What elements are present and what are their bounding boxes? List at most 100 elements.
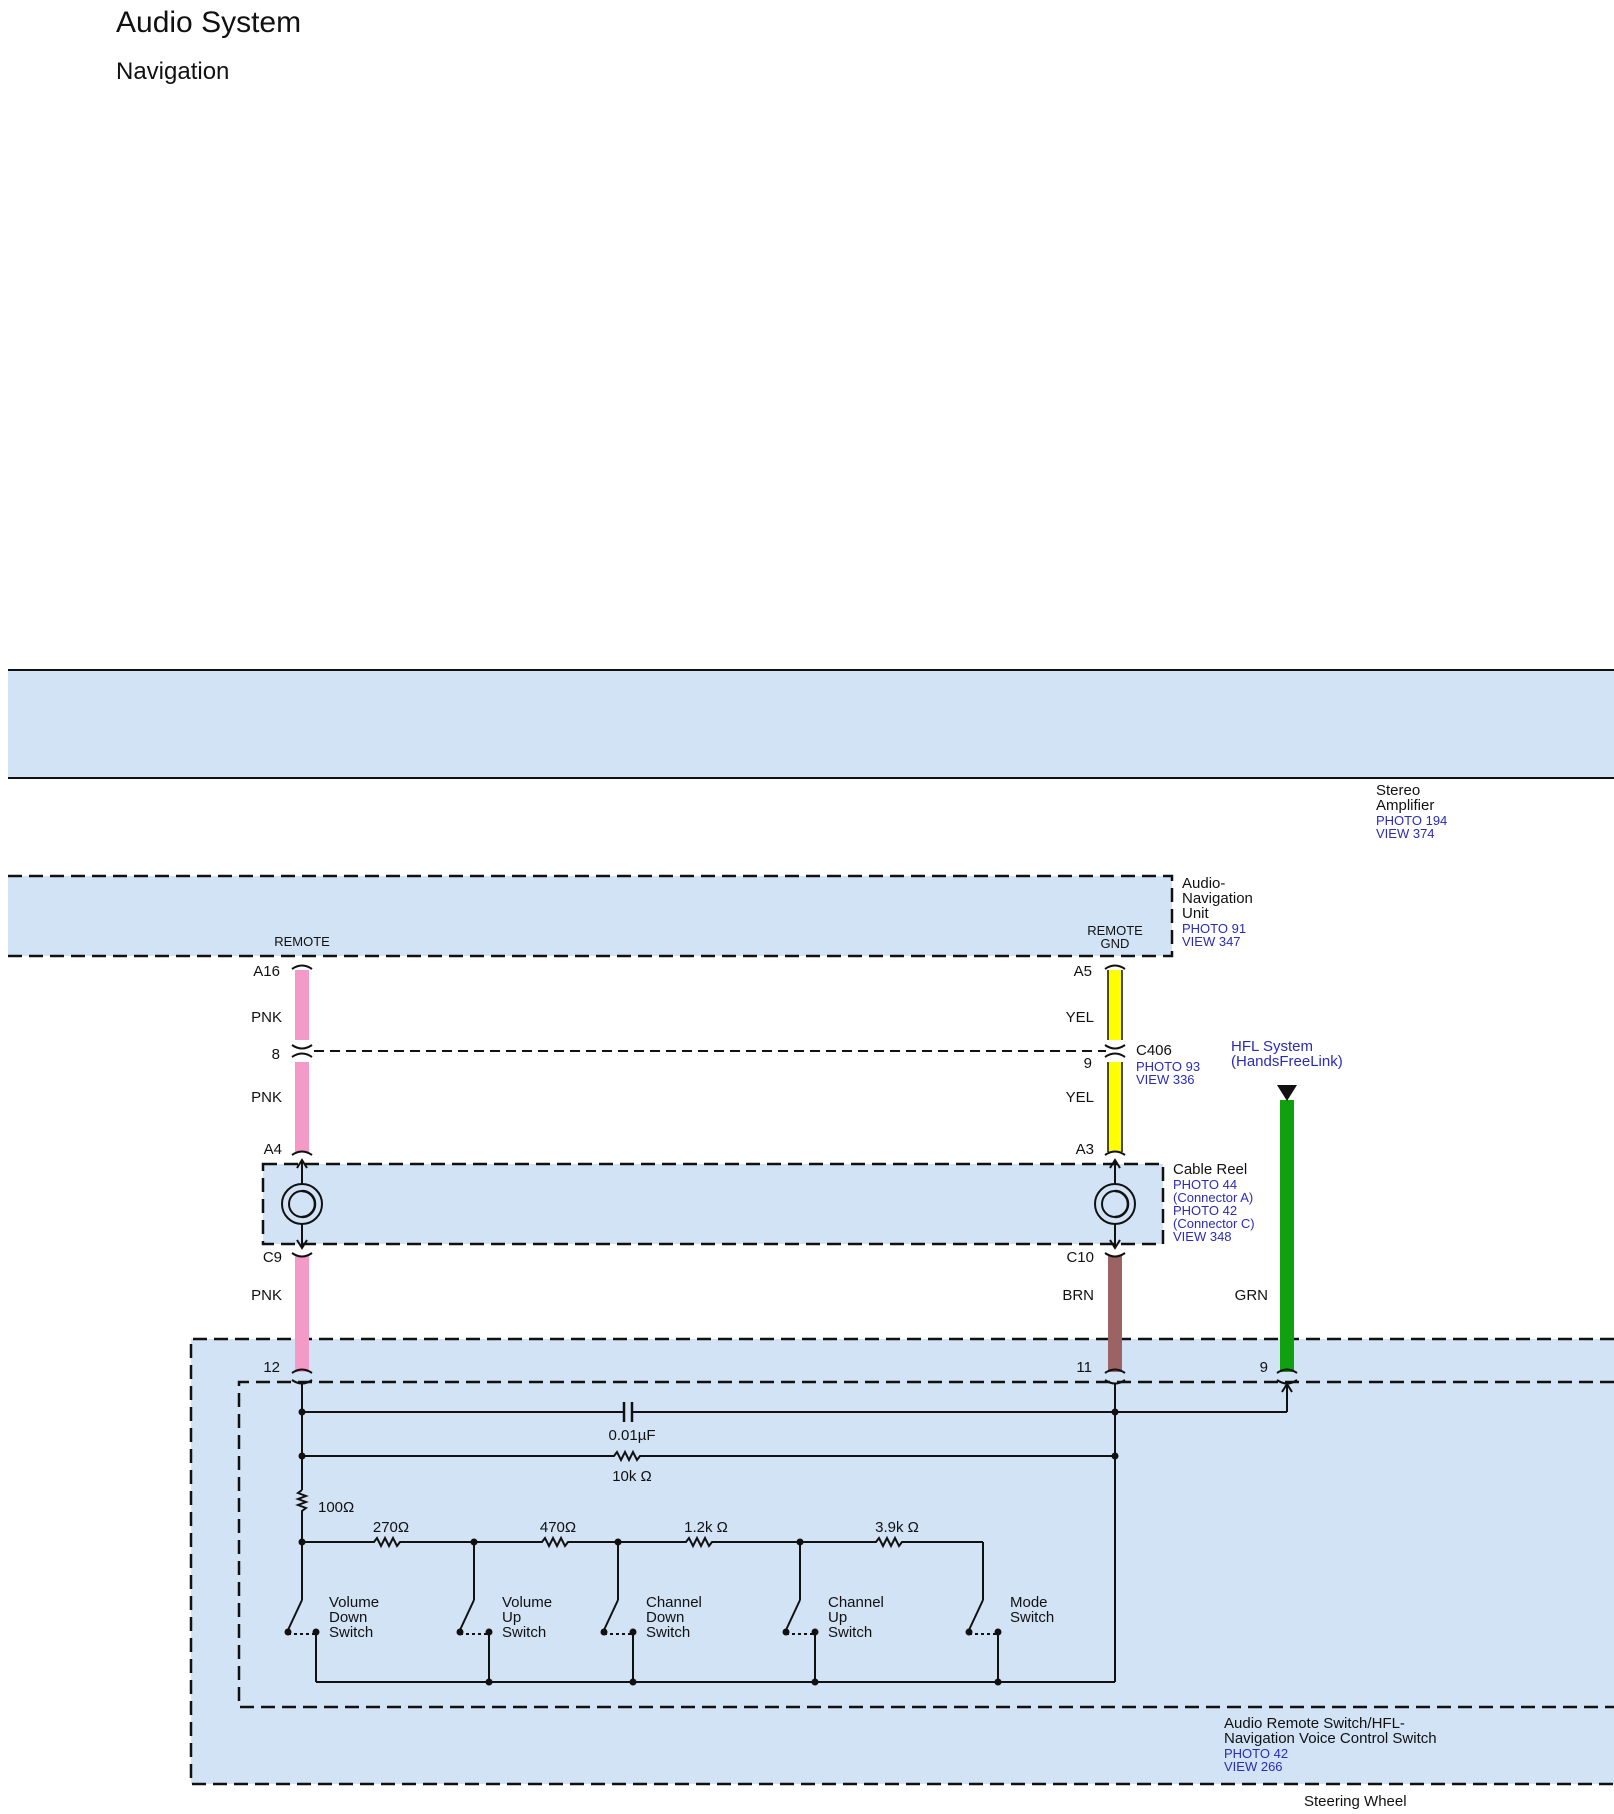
audio-nav-unit-fill xyxy=(8,876,1172,956)
switch-1-line-1: Volume xyxy=(329,1594,379,1611)
pin-a5: A5 xyxy=(1074,963,1092,980)
wire-label-pnk-3: PNK xyxy=(251,1287,282,1304)
terminal-c406-8 xyxy=(291,1044,313,1058)
stereo-amplifier-fill xyxy=(8,670,1614,778)
audio-nav-unit-label: Audio- Navigation Unit PHOTO 91 VIEW 347 xyxy=(1182,875,1253,949)
remote-switch-photo-ref[interactable]: PHOTO 42 xyxy=(1224,1746,1288,1761)
pin-a4: A4 xyxy=(264,1141,282,1158)
hfl-terminal-arrow xyxy=(1281,1382,1293,1393)
switch-ladder-resistors xyxy=(302,1535,983,1549)
c406-name: C406 xyxy=(1136,1042,1172,1059)
terminal-c10 xyxy=(1104,1252,1126,1258)
steering-wheel-box xyxy=(189,1337,1614,1786)
terminal-11 xyxy=(1104,1368,1126,1385)
hfl-name-2: (HandsFreeLink) xyxy=(1231,1053,1343,1070)
cable-reel-box xyxy=(261,1162,1165,1246)
pin-12: 12 xyxy=(263,1359,280,1376)
stereo-amplifier-name-2: Amplifier xyxy=(1376,797,1434,814)
wire-label-brn: BRN xyxy=(1062,1287,1094,1304)
resistor-1-2k-value: 1.2k Ω xyxy=(684,1519,728,1536)
stereo-amplifier-photo-ref[interactable]: PHOTO 194 xyxy=(1376,813,1447,828)
wire-label-grn: GRN xyxy=(1235,1287,1268,1304)
junction-dots xyxy=(298,1408,1119,1686)
pin-a3: A3 xyxy=(1076,1141,1094,1158)
remote-switch-name-2: Navigation Voice Control Switch xyxy=(1224,1730,1437,1747)
hfl-ground-arrow-icon xyxy=(1277,1085,1297,1101)
resistor-3-9k-value: 3.9k Ω xyxy=(875,1519,919,1536)
remote-switch-name-1: Audio Remote Switch/HFL- xyxy=(1224,1715,1405,1732)
switch-3-line-3: Switch xyxy=(646,1624,690,1641)
cable-reel-fill xyxy=(263,1164,1163,1244)
yellow-wire xyxy=(1107,970,1123,1152)
cable-reel-ref-3[interactable]: PHOTO 42 xyxy=(1173,1203,1237,1218)
c406-photo-ref[interactable]: PHOTO 93 xyxy=(1136,1059,1200,1074)
pin-c9: C9 xyxy=(263,1249,282,1266)
pin-remote-gnd-label-2: GND xyxy=(1101,936,1130,951)
audio-nav-unit-box xyxy=(8,874,1174,958)
clockspring-right-icon xyxy=(1094,1158,1136,1250)
pin-11: 11 xyxy=(1076,1359,1092,1376)
pin-c10: C10 xyxy=(1066,1249,1094,1266)
pin-remote-gnd-label-1: REMOTE xyxy=(1087,923,1143,938)
audio-nav-unit-photo-ref[interactable]: PHOTO 91 xyxy=(1182,921,1246,936)
switch-3-line-2: Down xyxy=(646,1609,684,1626)
audio-nav-unit-name-1: Audio- xyxy=(1182,875,1225,892)
stereo-amplifier-view-ref[interactable]: VIEW 374 xyxy=(1376,826,1435,841)
resistor-10k-value: 10k Ω xyxy=(612,1468,652,1485)
channel-down-switch-icon xyxy=(600,1590,637,1636)
steering-wheel-outline xyxy=(189,1337,1614,1786)
terminal-c9 xyxy=(291,1252,313,1258)
volume-up-switch-icon xyxy=(456,1590,493,1636)
pin-9: 9 xyxy=(1084,1055,1092,1072)
terminal-a16 xyxy=(291,964,313,970)
remote-switch-label: Audio Remote Switch/HFL- Navigation Voic… xyxy=(1224,1715,1437,1774)
pin-a16: A16 xyxy=(253,963,280,980)
resistor-100-value: 100Ω xyxy=(318,1499,354,1516)
cable-reel-label: Cable Reel PHOTO 44 (Connector A) PHOTO … xyxy=(1173,1161,1255,1244)
mode-switch-icon xyxy=(965,1590,1002,1636)
cable-reel-ref-4: (Connector C) xyxy=(1173,1216,1255,1231)
remote-switch-view-ref[interactable]: VIEW 266 xyxy=(1224,1759,1283,1774)
remote-switch-outline xyxy=(237,1380,1614,1709)
switch-5-line-1: Mode xyxy=(1010,1594,1048,1611)
resistor-100 xyxy=(295,1489,309,1542)
switch-3-line-1: Channel xyxy=(646,1594,702,1611)
resistor-270-value: 270Ω xyxy=(373,1519,409,1536)
stereo-amplifier-name-1: Stereo xyxy=(1376,782,1420,799)
capacitor-value: 0.01µF xyxy=(609,1427,656,1444)
switch-5-line-2: Switch xyxy=(1010,1609,1054,1626)
audio-nav-unit-name-3: Unit xyxy=(1182,905,1210,922)
wire-label-yel-1: YEL xyxy=(1066,1009,1094,1026)
stereo-amplifier-box xyxy=(8,669,1614,779)
cable-reel-name: Cable Reel xyxy=(1173,1161,1247,1178)
volume-down-switch-icon xyxy=(284,1590,320,1636)
switch-4-line-1: Channel xyxy=(828,1594,884,1611)
terminal-c406-9 xyxy=(1104,1044,1126,1058)
switch-1-line-3: Switch xyxy=(329,1624,373,1641)
connector-terminals xyxy=(291,964,1298,1385)
channel-up-switch-icon xyxy=(782,1590,819,1636)
switch-2-line-2: Up xyxy=(502,1609,521,1626)
c406-label: C406 PHOTO 93 VIEW 336 xyxy=(1136,1042,1200,1087)
cable-reel-outline xyxy=(261,1162,1165,1246)
switch-2-line-3: Switch xyxy=(502,1624,546,1641)
clockspring-left-icon xyxy=(281,1158,323,1250)
terminal-a5 xyxy=(1104,964,1126,970)
resistor-470-value: 470Ω xyxy=(540,1519,576,1536)
resistor-10k xyxy=(302,1449,1115,1463)
cable-reel-ref-1[interactable]: PHOTO 44 xyxy=(1173,1177,1237,1192)
wire-color-labels: PNK PNK PNK YEL YEL BRN GRN xyxy=(251,1009,1268,1304)
hfl-label: HFL System (HandsFreeLink) xyxy=(1231,1038,1343,1070)
internal-circuit xyxy=(295,1382,1293,1683)
pin-8: 8 xyxy=(272,1046,280,1063)
c406-view-ref[interactable]: VIEW 336 xyxy=(1136,1072,1195,1087)
wire-label-pnk-1: PNK xyxy=(251,1009,282,1026)
terminal-a4 xyxy=(291,1150,313,1156)
switch-4-line-2: Up xyxy=(828,1609,847,1626)
wire-label-pnk-2: PNK xyxy=(251,1089,282,1106)
cable-reel-ref-5[interactable]: VIEW 348 xyxy=(1173,1229,1232,1244)
cable-reel-ref-2: (Connector A) xyxy=(1173,1190,1253,1205)
audio-nav-unit-view-ref[interactable]: VIEW 347 xyxy=(1182,934,1241,949)
hfl-name-1: HFL System xyxy=(1231,1038,1313,1055)
